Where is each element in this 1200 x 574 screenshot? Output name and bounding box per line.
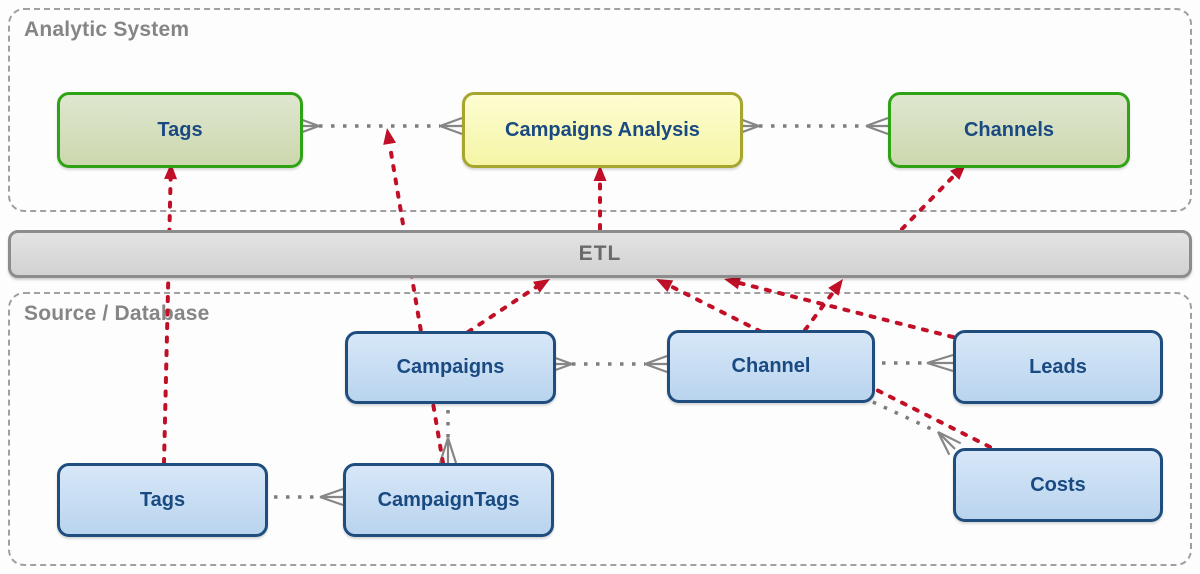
entity-channels-label: Channels	[963, 118, 1055, 141]
crow-foot-icon	[926, 353, 954, 373]
arrow-head-icon	[533, 279, 550, 293]
entity-channel-label: Channel	[731, 355, 811, 377]
crow-foot-icon	[865, 116, 889, 136]
arrow-head-icon	[656, 279, 674, 292]
entity-costs: Costs	[953, 448, 1163, 522]
entity-campaigns-analysis: Campaigns Analysis	[462, 92, 743, 168]
arrow-head-icon	[383, 128, 396, 145]
source-database-container: Source / Database	[8, 292, 1192, 566]
entity-costs-label: Costs	[1030, 473, 1086, 496]
crow-foot-icon	[439, 116, 463, 136]
flow-campaigntags-to-relation	[387, 142, 445, 465]
flow-tags-source-to-tags-analytic	[162, 177, 173, 465]
source-database-label: Source / Database	[24, 302, 210, 325]
entity-channels: Channels	[888, 92, 1130, 168]
arrow-head-icon	[724, 276, 742, 290]
crow-foot-icons	[296, 116, 962, 507]
analytic-system-label: Analytic System	[24, 18, 190, 41]
arrow-head-icon	[593, 165, 607, 181]
entity-leads: Leads	[953, 330, 1163, 404]
crow-foot-icon	[937, 431, 962, 456]
etl-bar: ETL	[8, 230, 1192, 278]
entity-tags-analytic-label: Tags	[157, 118, 203, 141]
flow-channel-to-etl	[803, 290, 836, 332]
entity-campaigntags-label: CampaignTags	[377, 488, 520, 511]
entity-tags-analytic: Tags	[57, 92, 303, 168]
entity-campaigns-label: Campaigns	[396, 356, 505, 378]
relation-channel-costs	[861, 395, 939, 434]
etl-bar-label: ETL	[578, 242, 622, 265]
entity-tags-source-label: Tags	[139, 488, 186, 511]
flow-etl-to-channels	[900, 173, 957, 231]
entity-leads-label: Leads	[1029, 355, 1087, 378]
er-relation-lines	[262, 124, 939, 499]
entity-campaigntags: CampaignTags	[343, 463, 554, 537]
flow-leads-to-etl	[737, 281, 955, 339]
entity-campaigns: Campaigns	[345, 331, 556, 404]
arrow-head-icon	[164, 163, 178, 180]
entity-campaigns-analysis-label: Campaigns Analysis	[505, 118, 700, 141]
entity-channel: Channel	[667, 330, 875, 403]
crow-foot-icon	[319, 487, 344, 507]
crow-foot-icon	[644, 354, 668, 374]
arrow-heads	[164, 128, 966, 296]
flow-campaigns-to-etl	[466, 285, 539, 334]
arrow-head-icon	[828, 279, 843, 296]
entity-tags-source: Tags	[57, 463, 268, 537]
etl-flow-lines	[162, 142, 992, 465]
